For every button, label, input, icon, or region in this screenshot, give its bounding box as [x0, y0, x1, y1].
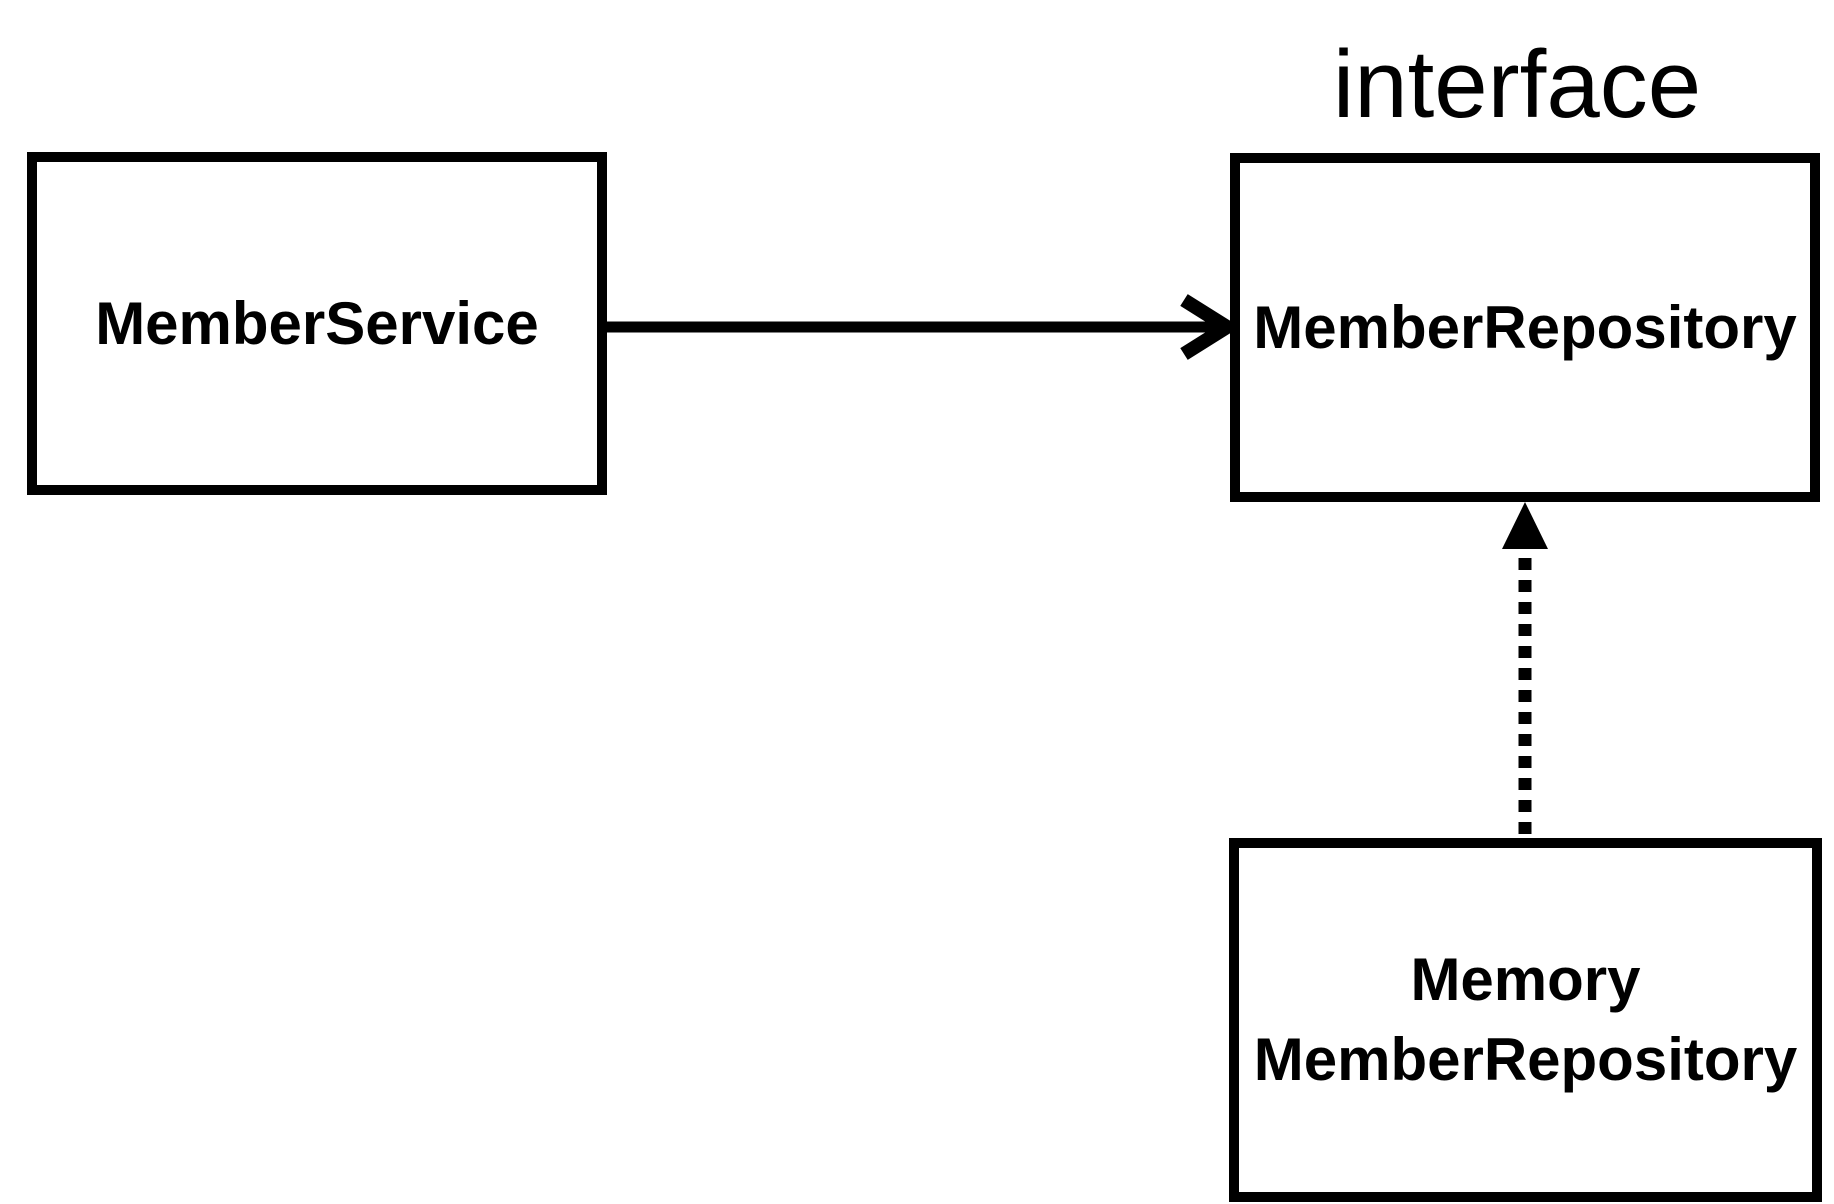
dashed-arrowhead	[1502, 502, 1548, 549]
node-member-service-label: MemberService	[95, 289, 539, 357]
node-member-repository-label: MemberRepository	[1253, 293, 1797, 361]
solid-arrow	[607, 294, 1241, 360]
node-member-repository: MemberRepository	[1230, 153, 1820, 502]
node-member-service: MemberService	[27, 152, 607, 495]
node-memory-member-repository-label: Memory MemberRepository	[1253, 946, 1798, 1093]
dashed-arrow	[1502, 502, 1548, 838]
interface-stereotype-label: interface	[1332, 31, 1702, 138]
node-memory-member-repository: Memory MemberRepository	[1229, 838, 1822, 1202]
